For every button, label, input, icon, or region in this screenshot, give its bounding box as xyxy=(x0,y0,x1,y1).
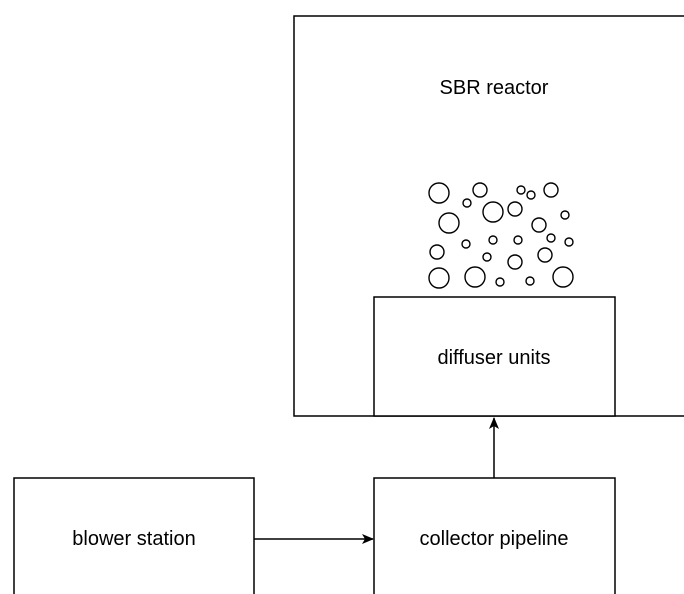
blower-node: blower station xyxy=(13,477,255,594)
bubble xyxy=(461,239,471,249)
bubble xyxy=(429,244,445,260)
bubble xyxy=(482,252,492,262)
bubble xyxy=(464,266,486,288)
reactor-label: SBR reactor xyxy=(440,77,549,99)
bubble xyxy=(560,210,570,220)
bubble xyxy=(428,182,450,204)
bubble xyxy=(438,212,460,234)
bubble xyxy=(537,247,553,263)
bubble xyxy=(507,201,523,217)
bubble xyxy=(552,266,574,288)
collector-box xyxy=(373,477,616,594)
diffuser-box xyxy=(373,296,616,417)
bubble xyxy=(488,235,498,245)
bubble xyxy=(482,201,504,223)
bubble xyxy=(507,254,523,270)
bubble xyxy=(428,267,450,289)
bubble xyxy=(516,185,526,195)
collector-label: collector pipeline xyxy=(420,528,569,550)
bubble xyxy=(525,276,535,286)
blower-box xyxy=(13,477,255,594)
bubble xyxy=(462,198,472,208)
bubbles-icon xyxy=(428,182,574,289)
bubble xyxy=(564,237,574,247)
bubble xyxy=(546,233,556,243)
bubble xyxy=(513,235,523,245)
bubble xyxy=(472,182,488,198)
diffuser-node: diffuser units xyxy=(373,296,616,417)
bubble xyxy=(543,182,559,198)
bubble xyxy=(531,217,547,233)
collector-node: collector pipeline xyxy=(373,477,616,594)
bubble xyxy=(526,190,536,200)
bubble xyxy=(495,277,505,287)
diffuser-label: diffuser units xyxy=(437,347,550,369)
blower-label: blower station xyxy=(72,528,195,550)
